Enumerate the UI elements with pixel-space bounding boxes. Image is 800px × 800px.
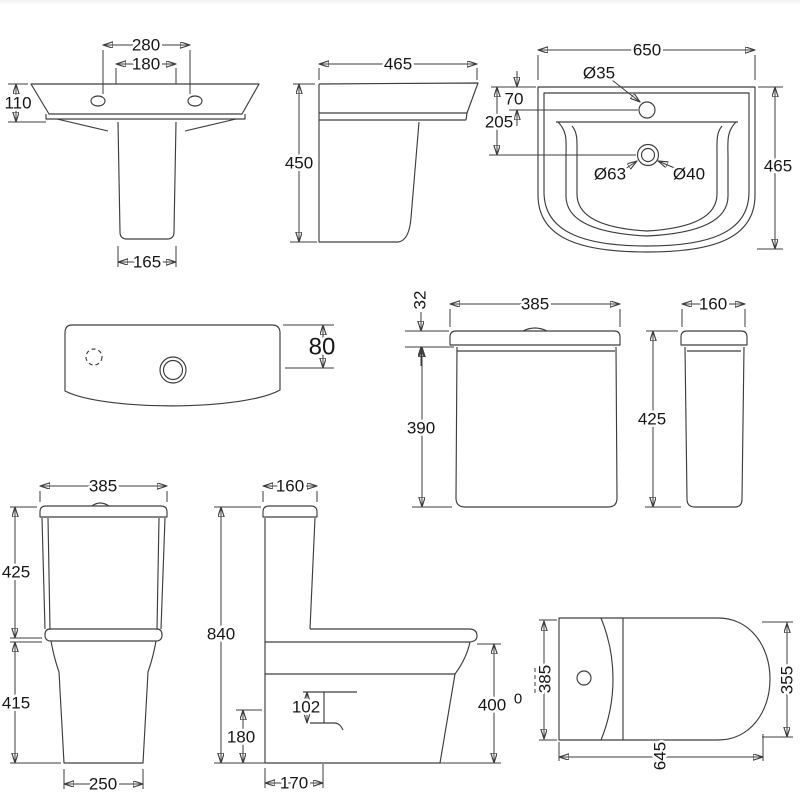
ext-lines-160-cistern — [681, 309, 746, 327]
lid-hole-dashed-circle — [85, 348, 103, 366]
toilet-side-cistern — [264, 517, 316, 763]
toilet-bowl-front — [50, 640, 157, 764]
toilet-side-bowl — [265, 641, 471, 764]
dim-label-inner-spacing: 180 — [132, 55, 160, 74]
dim-label-basin-depth: 465 — [384, 55, 412, 74]
stray-zero-mark: 0 — [514, 691, 522, 708]
view-toilet-plan: 385 355 645 0 — [511, 617, 799, 773]
ext-lines-160-toilet — [262, 491, 318, 502]
ext-lines-650 — [537, 55, 756, 80]
leader-dia63 — [624, 161, 637, 169]
tap-hole-left — [90, 95, 106, 107]
toilet-trap-outline — [303, 691, 357, 731]
basin-underside-wings — [56, 118, 237, 132]
toilet-side-seat — [265, 628, 478, 643]
dim-label-tap-hole-dia: Ø35 — [583, 64, 615, 83]
view-basin-side-elevation: 465 450 — [282, 52, 479, 243]
ext-lines-385-plan — [539, 619, 557, 741]
ext-lines-180 — [115, 68, 177, 84]
view-cistern-side: 160 425 — [635, 292, 748, 508]
dim-label-basin-plan-depth: 465 — [764, 157, 792, 176]
cistern-body-front — [455, 346, 618, 508]
basin-bowl-inner — [571, 125, 723, 232]
dim-label-toilet-base-width: 250 — [89, 775, 117, 794]
basin-rim-lip — [45, 114, 246, 120]
dim-label-outlet-height: 180 — [227, 728, 255, 747]
flush-button-outer — [159, 356, 187, 384]
dim-label-plan-width: 385 — [536, 665, 555, 693]
drain-inner-circle — [640, 147, 656, 163]
dim-label-cistern-height: 425 — [638, 410, 666, 429]
dim-label-toilet-cistern-height: 425 — [2, 563, 30, 582]
flush-button-plan — [576, 670, 592, 686]
view-cistern-lid-plan: 80 — [64, 324, 338, 407]
view-cistern-front: 32 385 390 — [404, 288, 621, 508]
leader-dia35 — [611, 79, 640, 102]
dim-label-cistern-depth: 160 — [699, 295, 727, 314]
tap-hole-right — [187, 95, 203, 107]
cistern-lid-side — [680, 330, 748, 346]
dim-label-rim-height: 110 — [4, 94, 31, 113]
pedestal-outline — [117, 121, 177, 240]
cistern-lid-front — [449, 330, 621, 346]
view-basin-plan: 650 Ø35 70 205 Ø63 Ø40 465 — [482, 38, 795, 253]
ext-lines-465 — [318, 68, 478, 80]
lid-plan-outline — [64, 324, 281, 407]
dim-label-base-depth: 170 — [280, 774, 308, 793]
toilet-plan-outline — [558, 617, 771, 741]
view-toilet-side: 160 840 102 180 400 170 — [204, 474, 508, 795]
cistern-body-side — [684, 346, 745, 508]
basin-side-body — [318, 84, 420, 243]
toilet-plan-lid-curve — [600, 617, 614, 741]
toilet-seat-front — [44, 628, 163, 642]
dim-label-drain-inner: Ø40 — [673, 165, 705, 184]
dim-label-hole-spacing: 280 — [132, 36, 160, 55]
dim-label-lid-height: 32 — [411, 291, 430, 310]
drain-outer-circle — [636, 143, 660, 167]
dim-label-toilet-width: 385 — [89, 477, 117, 496]
toilet-cistern-sides — [41, 517, 166, 630]
basin-side-rim — [318, 82, 479, 121]
ext-lines-385-toilet — [39, 491, 168, 502]
ext-lines-385-cistern — [449, 309, 621, 327]
view-toilet-front: 385 425 415 250 — [0, 474, 168, 796]
dim-label-cistern-width: 385 — [521, 295, 549, 314]
tap-hole — [638, 101, 656, 119]
dim-label-drain-offset: 205 — [485, 113, 513, 132]
toilet-side-lid — [262, 505, 318, 518]
dim-label-outlet-drop: 102 — [292, 698, 320, 717]
basin-bowl-outer — [557, 121, 737, 237]
dim-label-seat-height: 400 — [478, 696, 506, 715]
toilet-lid-button-arc — [91, 502, 110, 507]
dim-label-tap-offset: 70 — [505, 90, 524, 109]
dim-label-basin-height: 450 — [285, 154, 313, 173]
dim-label-pedestal-width: 165 — [133, 253, 161, 272]
flush-button-inner — [162, 359, 184, 381]
cistern-lid-button-arc — [522, 327, 548, 332]
basin-rim-outline — [30, 83, 260, 115]
scan-artifact-strip — [0, 0, 800, 5]
ext-lines-280 — [102, 50, 191, 94]
dim-label-plan-depth: 645 — [651, 742, 670, 770]
dim-label-side-cistern-depth: 160 — [276, 477, 304, 496]
ext-lines-32 — [405, 330, 454, 348]
basin-plan-outer — [537, 86, 756, 253]
dim-label-cistern-body-height: 390 — [407, 419, 435, 438]
dim-label-lid-depth: 80 — [309, 334, 336, 361]
dim-label-basin-width: 650 — [633, 41, 661, 60]
dim-label-plan-seat-width: 355 — [778, 666, 797, 694]
dim-label-total-height: 840 — [207, 625, 235, 644]
dim-label-toilet-bowl-height: 415 — [2, 694, 30, 713]
dim-label-drain-outer: Ø63 — [594, 165, 626, 184]
basin-plan-inner — [543, 92, 750, 247]
view-basin-front-elevation: 280 180 110 165 — [2, 33, 260, 274]
toilet-lid-front — [39, 505, 168, 518]
leader-dia40 — [658, 161, 678, 170]
